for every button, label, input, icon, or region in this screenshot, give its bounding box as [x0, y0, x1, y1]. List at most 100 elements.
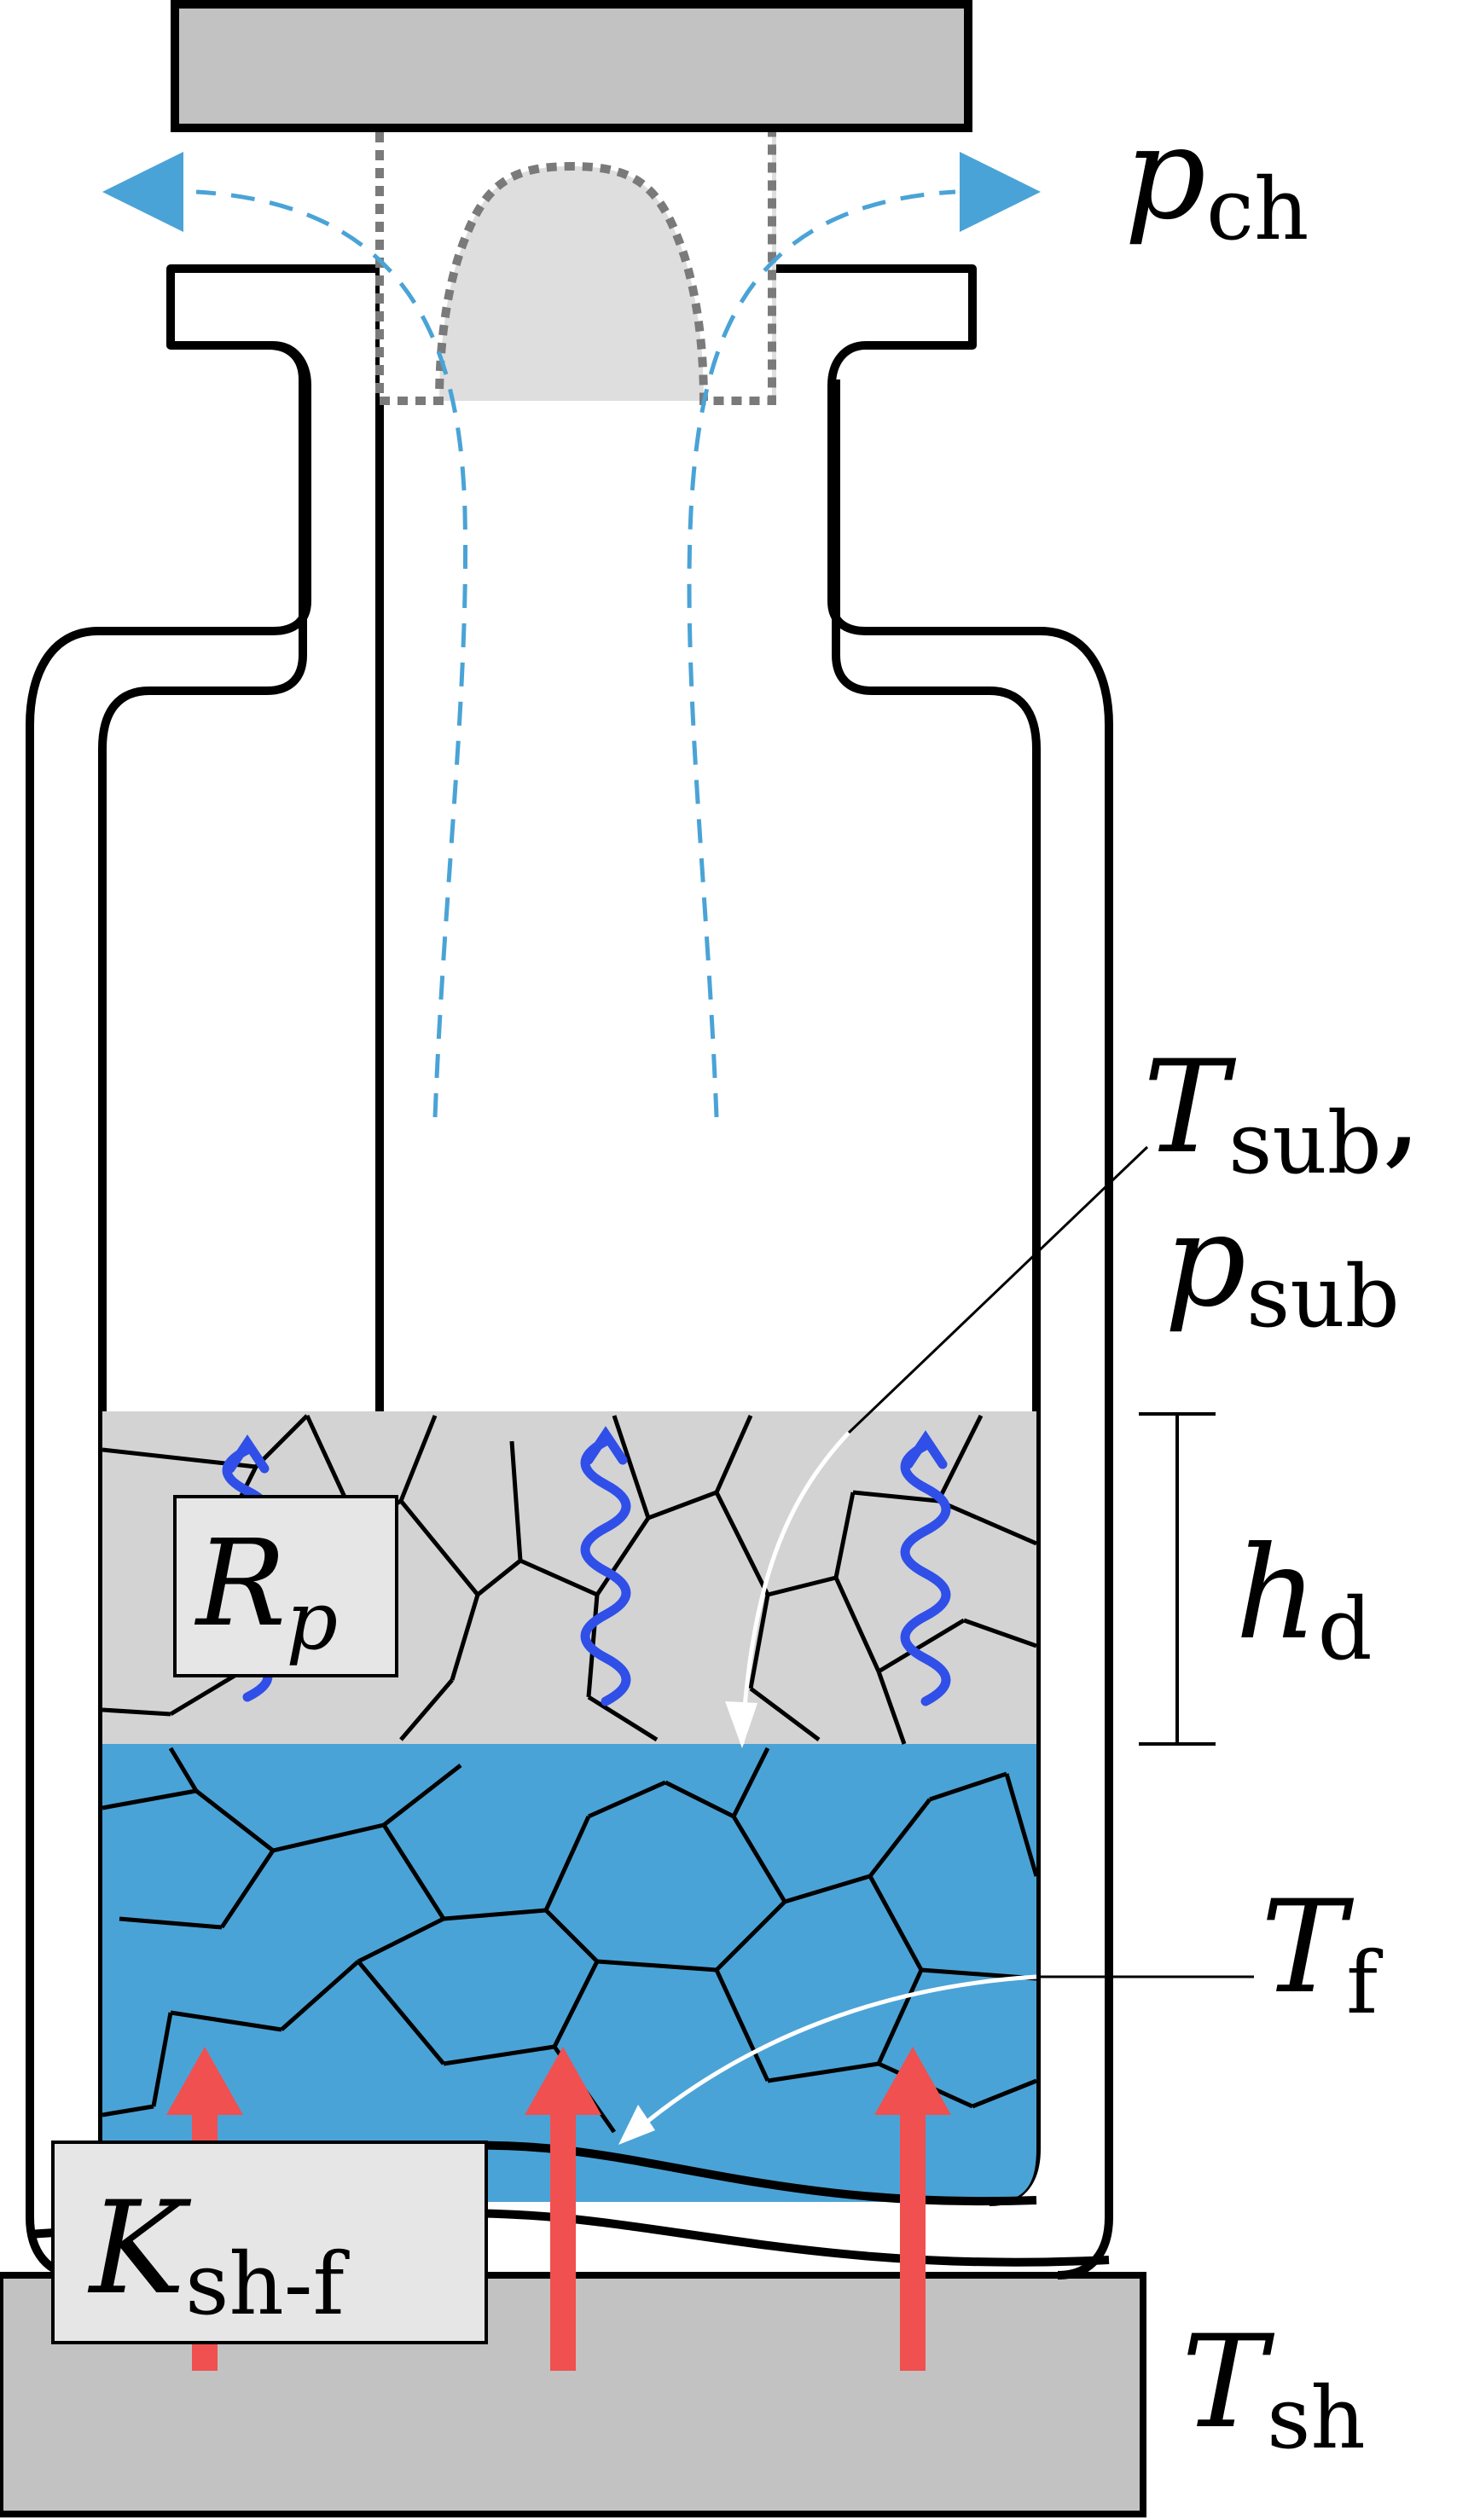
crack-segment: [937, 1498, 1036, 1546]
h-d-main: h: [1235, 1520, 1318, 1668]
vapor-flow-lines: [195, 189, 956, 1118]
t-sh-sub: sh: [1267, 2368, 1366, 2468]
crack-segment: [399, 1499, 479, 1596]
crack-segment: [509, 1440, 523, 1561]
k-sh-f-label-box: Ksh-f: [51, 2141, 488, 2344]
crack-segment: [714, 1968, 770, 2083]
crack-segment: [877, 1618, 966, 1674]
h-d-sub: d: [1318, 1579, 1373, 1679]
crack-segment: [476, 1559, 522, 1596]
t-sub-main: T: [1143, 1034, 1237, 1182]
t-sh-label: Tsh: [1181, 2309, 1366, 2468]
crack-segment: [852, 1490, 939, 1503]
triangle-left-icon: [102, 152, 183, 232]
crack-segment: [748, 1594, 770, 1689]
heat-arrow-head: [166, 2047, 243, 2115]
h-d-bracket: [1139, 1412, 1216, 1746]
heat-arrow-head: [874, 2047, 951, 2115]
crack-segment: [833, 1492, 856, 1579]
k-sh-f-sub: sh-f: [185, 2234, 351, 2334]
crack-segment: [443, 2044, 555, 2066]
r-p-label-box: Rp: [173, 1495, 398, 1677]
crack-segment: [102, 1707, 171, 1717]
crack-segment: [612, 1415, 651, 1519]
wavy-arrow-up-icon: [900, 1440, 951, 1706]
t-f-label: Tf: [1261, 1874, 1384, 2033]
crack-segment: [254, 1414, 309, 1469]
t-sub-label: Tsub,: [1143, 1034, 1423, 1193]
crack-segment: [168, 1747, 199, 1793]
wavy-arrow-up-icon: [580, 1436, 631, 1706]
t-sub-sub: sub: [1228, 1093, 1382, 1193]
stopper-cap: [171, 0, 972, 132]
crack-segment: [587, 1694, 659, 1742]
crack-segment: [102, 1788, 197, 1810]
crack-segment: [868, 1798, 932, 1878]
crack-segment: [596, 1959, 717, 1973]
r-p-sub: p: [286, 1574, 338, 1668]
t-sub-leader-arrowhead: [725, 1701, 757, 1748]
crack-segment: [450, 1594, 480, 1681]
t-sub-leader-line: [847, 1145, 1149, 1434]
p-ch-main: p: [1124, 100, 1206, 248]
heat-arrow-head: [525, 2047, 601, 2115]
t-f-leader-arrowhead: [618, 2105, 655, 2145]
crack-segment: [647, 1490, 717, 1521]
crack-segment: [929, 1771, 1007, 1802]
crack-segment: [868, 1874, 924, 1972]
wavy-arrow-head: [225, 1434, 270, 1474]
p-sub-label: psub: [1164, 1187, 1400, 1347]
arrow-up-icon: [525, 2047, 601, 2371]
crack-segment: [382, 1764, 462, 1827]
p-ch-sub: ch: [1206, 159, 1309, 259]
crack-segment: [544, 1909, 599, 1963]
arrow-up-icon: [874, 2047, 951, 2371]
crack-segment: [151, 2012, 173, 2107]
crack-segment: [731, 1815, 787, 1903]
crack-segment: [936, 1414, 984, 1503]
crack-segment: [587, 1780, 667, 1819]
crack-segment: [543, 1815, 591, 1912]
crack-segment: [714, 1491, 770, 1596]
wavy-arrow-head: [903, 1430, 948, 1469]
crack-segment: [833, 1576, 881, 1673]
t-sub-leader-arrow: [740, 1431, 850, 1745]
crack-segment: [272, 1822, 385, 1853]
r-p-main: R: [194, 1515, 286, 1654]
crack-segment: [784, 1874, 871, 1904]
crack-segment: [280, 1960, 360, 2031]
wavy-arrow-head: [583, 1426, 628, 1465]
crack-segment: [767, 2061, 879, 2083]
t-f-sub: f: [1346, 1933, 1384, 2033]
crack-segment: [595, 1516, 651, 1596]
triangle-right-icon: [960, 152, 1041, 232]
crack-segment: [1004, 1773, 1036, 1877]
t-f-leader-arrow: [628, 1974, 1037, 2138]
crack-segment: [749, 1687, 821, 1741]
crack-segment: [552, 1960, 600, 2048]
crack-segment: [381, 1823, 446, 1920]
p-sub-main: p: [1164, 1187, 1246, 1335]
crack-segment: [664, 1780, 735, 1819]
crack-segment: [357, 1916, 445, 1964]
crack-segment: [119, 1916, 223, 1930]
crack-segment: [170, 2010, 282, 2032]
crack-segment: [714, 1414, 753, 1494]
svg-text:Rp: Rp: [194, 1515, 338, 1668]
h-d-label: hd: [1235, 1520, 1373, 1679]
p-ch-label: pch: [1124, 100, 1309, 259]
vial-outer-wall-right: [768, 264, 1113, 2280]
crack-segment: [767, 1575, 837, 1597]
crack-segment: [398, 1415, 438, 1502]
crack-segment: [731, 1747, 770, 1818]
crack-segment: [963, 1618, 1036, 1648]
crack-segment: [194, 1789, 275, 1852]
crack-segment: [519, 1558, 599, 1597]
crack-segment: [219, 1849, 276, 1929]
stopper-plug-outline: [375, 132, 776, 405]
crack-segment: [715, 1900, 786, 1972]
t-f-main: T: [1261, 1874, 1355, 2022]
crack-segment: [443, 1908, 547, 1921]
